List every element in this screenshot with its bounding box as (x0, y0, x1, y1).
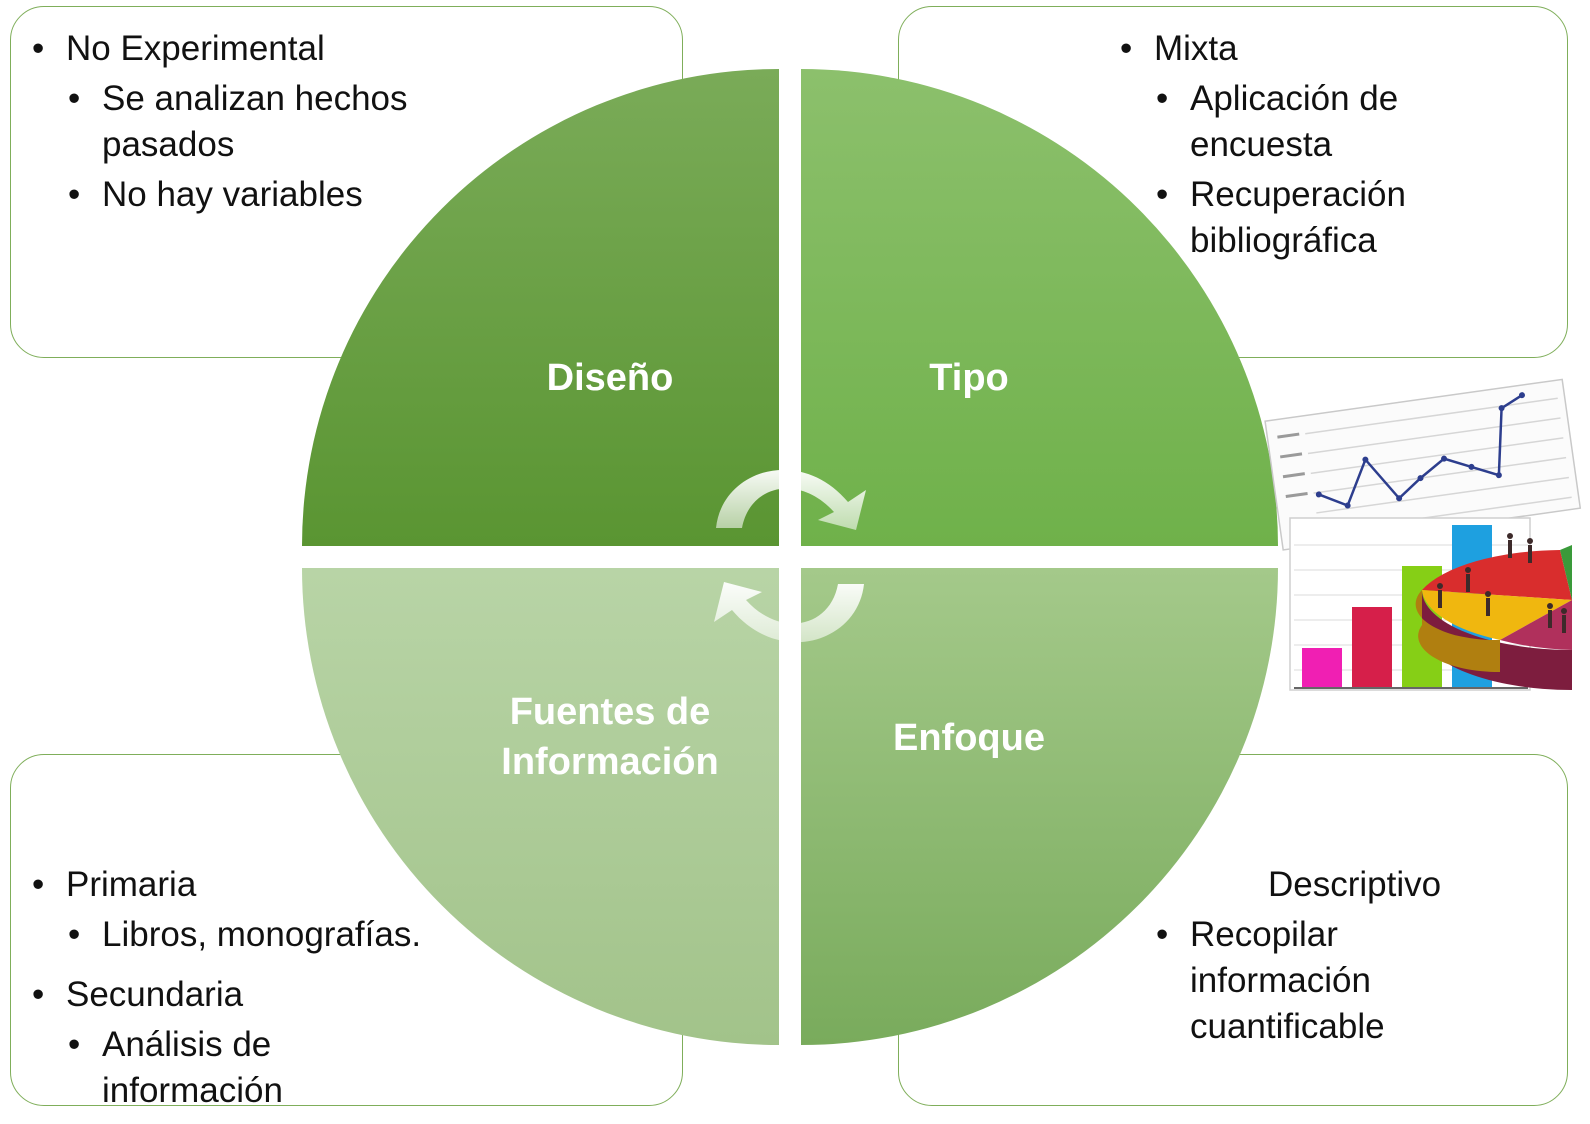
quadrant-tipo (801, 69, 1278, 546)
box-bottom-left-group2-title: Secundaria (32, 972, 502, 1018)
box-bottom-right-item-1: Recopilar información cuantificable (1120, 912, 1430, 1050)
quadrant-diseno (302, 69, 779, 546)
label-diseno: Diseño (547, 357, 674, 399)
box-bottom-left-group2-item: Análisis de información (32, 1022, 352, 1114)
text-bottom-right: Descriptivo Recopilar información cuanti… (1120, 862, 1460, 1050)
quadrant-fuentes (302, 568, 779, 1045)
label-tipo: Tipo (929, 357, 1009, 399)
box-top-left-item-1: Se analizan hechos pasados (32, 76, 462, 168)
label-fuentes-line2: Información (501, 741, 718, 783)
label-fuentes-line1: Fuentes de (510, 691, 711, 733)
box-top-right-item-1: Aplicación de encuesta (1120, 76, 1450, 168)
box-bottom-right-title: Descriptivo (1268, 865, 1442, 904)
label-enfoque: Enfoque (893, 717, 1045, 759)
box-top-left-item-2: No hay variables (32, 172, 462, 218)
box-top-right-item-2: Recuperación bibliográfica (1120, 172, 1450, 264)
box-bottom-left-group1-item: Libros, monografías. (32, 912, 502, 958)
cycle-arrows-icon (714, 469, 866, 643)
box-top-right-title: Mixta (1120, 26, 1450, 72)
box-bottom-left-group1-title: Primaria (32, 862, 502, 908)
statistics-clipart-icon (1264, 378, 1582, 691)
text-bottom-left: Primaria Libros, monografías. Secundaria… (32, 862, 502, 1114)
text-top-left: No Experimental Se analizan hechos pasad… (32, 26, 462, 218)
quadrant-enfoque (801, 568, 1278, 1045)
box-top-left-title: No Experimental (32, 26, 462, 72)
text-top-right: Mixta Aplicación de encuesta Recuperació… (1120, 26, 1450, 264)
